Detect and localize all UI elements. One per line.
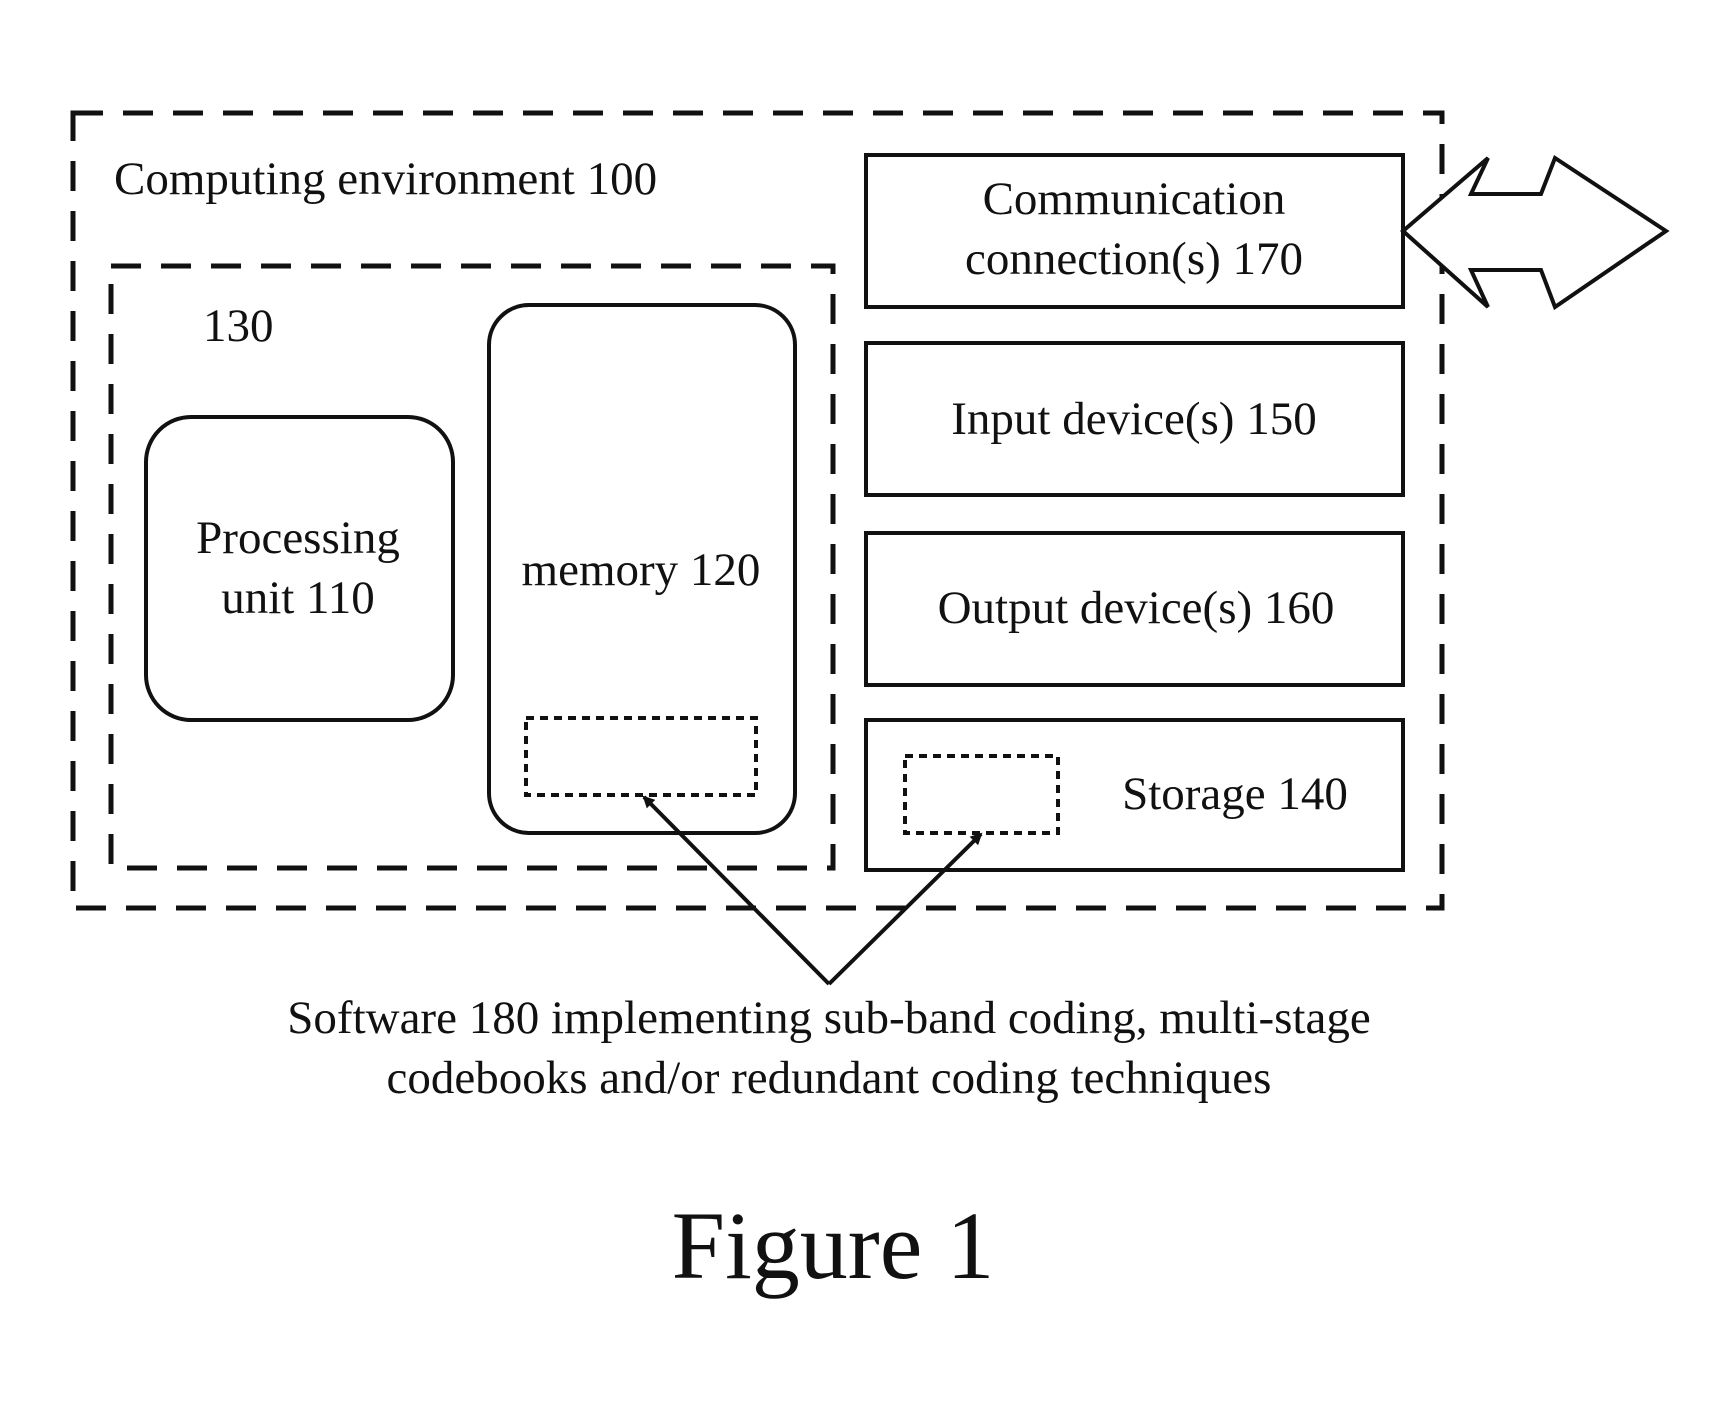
communication-label-line2: connection(s) 170 [965,233,1303,285]
communication-label-line1: Communication [983,173,1286,225]
core-group-label: 130 [203,300,274,352]
memory-software-slot [526,718,756,795]
processing-unit-label-line1: Processing [196,512,400,564]
storage-software-slot [905,756,1058,833]
figure-title: Figure 1 [672,1192,995,1299]
storage-label: Storage 140 [1122,768,1348,820]
output-device-label: Output device(s) 160 [938,582,1335,634]
memory-label: memory 120 [522,544,761,596]
software-caption-line1: Software 180 implementing sub-band codin… [287,992,1370,1044]
software-to-memory-arrow [644,797,829,984]
processing-unit-label-line2: unit 110 [221,572,375,624]
computing-environment-label: Computing environment 100 [114,153,657,205]
software-caption-line2: codebooks and/or redundant coding techni… [387,1052,1272,1104]
processing-unit-box [146,417,453,720]
input-device-label: Input device(s) 150 [951,393,1316,445]
communication-double-arrow [1403,158,1666,307]
